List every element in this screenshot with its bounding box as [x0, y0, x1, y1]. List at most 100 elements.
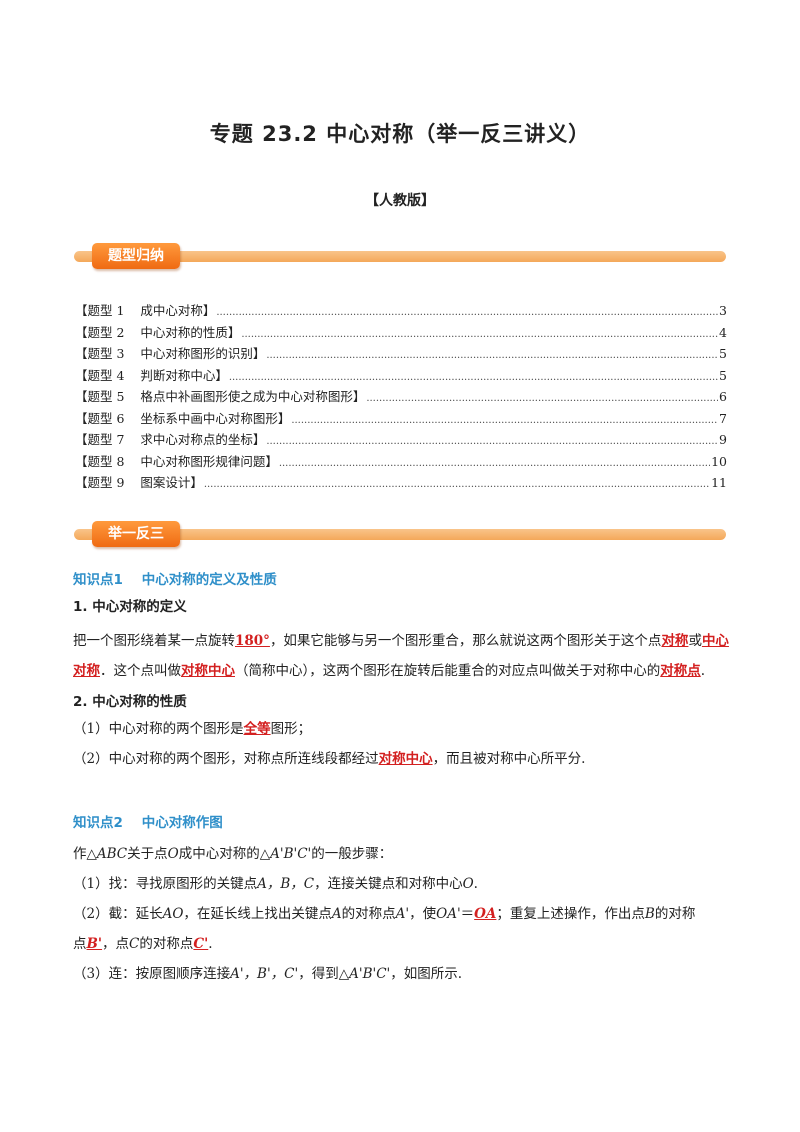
point-names: A，B，C [257, 876, 315, 892]
text: 作△ [73, 846, 97, 862]
property-1: （1）中心对称的两个图形是全等图形； [73, 714, 729, 744]
section-banner-toc: 题型归纳 [74, 243, 726, 269]
highlight-term: 对称中心 [378, 751, 433, 767]
triangle-name: A'B'C' [270, 846, 312, 862]
toc-item-label: 【题型 1 成中心对称】 [75, 303, 216, 318]
text: 的对称点 [139, 936, 194, 952]
point-name: A' [395, 906, 410, 922]
text: ，如图所示. [390, 966, 463, 982]
toc-item[interactable]: 【题型 7 求中心对称点的坐标】9 [75, 429, 727, 451]
toc-item-page: 10 [711, 453, 727, 469]
highlight-term: 对称点 [660, 663, 701, 679]
toc-item[interactable]: 【题型 2 中心对称的性质】 4 [75, 322, 727, 344]
definition-title: 1. 中心对称的定义 [73, 599, 187, 615]
toc-item-label: 【题型 2 中心对称的性质】 [75, 324, 241, 340]
toc-item-page: 5 [719, 367, 727, 383]
toc-item[interactable]: 【题型 3 中心对称图形的识别】 5 [75, 343, 727, 365]
highlight-point: B' [86, 936, 103, 952]
toc-leader [241, 329, 718, 340]
text: ，如果它能够与另一个图形重合，那么就说这两个图形关于这个点 [269, 633, 662, 649]
point-name: O [462, 876, 474, 892]
text: ，而且被对称中心所平分. [432, 751, 586, 767]
toc-item[interactable]: 【题型 1 成中心对称】 3 [75, 300, 727, 322]
point-name: O [167, 846, 179, 862]
toc-item-label: 【题型 8 中心对称图形规律问题】 [75, 453, 278, 469]
toc-item[interactable]: 【题型 8 中心对称图形规律问题】 10 [75, 451, 727, 473]
knowledge-point-2: 知识点2 中心对称作图 作△ABC关于点O成中心对称的△A'B'C'的一般步骤：… [73, 811, 729, 989]
text: ＝ [460, 906, 475, 922]
highlight-term: 中心对称 [73, 633, 729, 679]
text: 关于点 [127, 846, 168, 862]
toc-leader [279, 458, 710, 469]
point-name: C [129, 936, 140, 952]
construction-step-2: （2）截：延长AO，在延长线上找出关键点A的对称点A'，使OA'＝OA；重复上述… [73, 899, 729, 959]
toc-item[interactable]: 【题型 9 图案设计】 11 [75, 472, 727, 494]
text: 的一般步骤： [311, 846, 393, 862]
toc-item-label: 【题型 9 图案设计】 [75, 475, 203, 490]
text: 点 [73, 936, 87, 952]
edition-label: 【人教版】 [365, 193, 435, 209]
banner-tag: 题型归纳 [92, 243, 180, 269]
text: ，使 [409, 906, 437, 922]
text: ，在延长线上找出关键点 [183, 906, 332, 922]
text: （1）找：寻找原图形的关键点 [73, 876, 258, 892]
text: ，连接关键点和对称中心 [314, 876, 463, 892]
text: ，得到△ [298, 966, 350, 982]
banner-bar [74, 251, 726, 262]
toc-leader [216, 307, 718, 318]
property-title: 2. 中心对称的性质 [73, 694, 187, 710]
toc-item-page: 7 [719, 410, 727, 426]
text: （3）连：按原图顺序连接 [73, 966, 231, 982]
toc-leader [291, 415, 718, 426]
knowledge-point-heading: 知识点2 中心对称作图 [73, 815, 223, 831]
highlight-term: 对称 [661, 633, 689, 649]
definition-paragraph: 把一个图形绕着某一点旋转180°，如果它能够与另一个图形重合，那么就说这两个图形… [73, 626, 729, 686]
text: 把一个图形绕着某一点旋转 [73, 633, 235, 649]
text: . [473, 876, 478, 892]
text: . [700, 663, 706, 679]
toc-item-page: 4 [719, 324, 727, 340]
banner-bar [74, 529, 726, 540]
toc-item-page: 6 [719, 389, 727, 404]
toc-leader [366, 393, 718, 404]
segment-name: OA' [436, 906, 461, 922]
text: （2）截：延长 [73, 906, 163, 922]
toc-leader [266, 436, 718, 447]
triangle-name: ABC [96, 846, 128, 862]
text: 图形； [270, 721, 312, 737]
toc-item-label: 【题型 6 坐标系中画中心对称图形】 [75, 410, 291, 426]
text: . [208, 936, 213, 952]
toc-item[interactable]: 【题型 4 判断对称中心】5 [75, 365, 727, 387]
text: 的对称 [654, 906, 696, 922]
point-name: A [331, 906, 342, 922]
toc-item-page: 3 [719, 303, 727, 318]
toc-item[interactable]: 【题型 6 坐标系中画中心对称图形】 7 [75, 408, 727, 430]
text: 成中心对称的△ [178, 846, 271, 862]
highlight-term: 全等 [243, 721, 271, 737]
highlight-term: 对称中心 [181, 663, 235, 679]
highlight-point: C' [193, 936, 209, 952]
text: （2）中心对称的两个图形，对称点所连线段都经过 [73, 751, 379, 767]
highlight-segment: OA [474, 906, 497, 922]
point-names: A'，B'，C' [230, 966, 299, 982]
toc-leader [229, 372, 718, 383]
toc-item-page: 5 [719, 346, 727, 361]
text: ．这个点叫做 [100, 663, 181, 679]
toc-leader [204, 479, 710, 490]
document-title: 专题 23.2 中心对称（举一反三讲义） [209, 122, 591, 146]
toc-item-page: 11 [711, 475, 727, 490]
toc-item-label: 【题型 3 中心对称图形的识别】 [75, 346, 266, 361]
text: 或 [688, 633, 702, 649]
toc-item-label: 【题型 5 格点中补画图形使之成为中心对称图形】 [75, 389, 366, 404]
construction-intro: 作△ABC关于点O成中心对称的△A'B'C'的一般步骤： [73, 839, 729, 869]
section-banner-examples: 举一反三 [74, 521, 726, 547]
toc-item[interactable]: 【题型 5 格点中补画图形使之成为中心对称图形】 6 [75, 386, 727, 408]
banner-tag: 举一反三 [92, 521, 180, 547]
text: （1）中心对称的两个图形是 [73, 721, 244, 737]
property-2: （2）中心对称的两个图形，对称点所连线段都经过对称中心，而且被对称中心所平分. [73, 744, 729, 774]
triangle-name: A'B'C' [349, 966, 391, 982]
toc-leader [266, 350, 718, 361]
construction-step-1: （1）找：寻找原图形的关键点A，B，C，连接关键点和对称中心O. [73, 869, 729, 899]
text: ，点 [102, 936, 130, 952]
text: ；重复上述操作，作出点 [496, 906, 645, 922]
